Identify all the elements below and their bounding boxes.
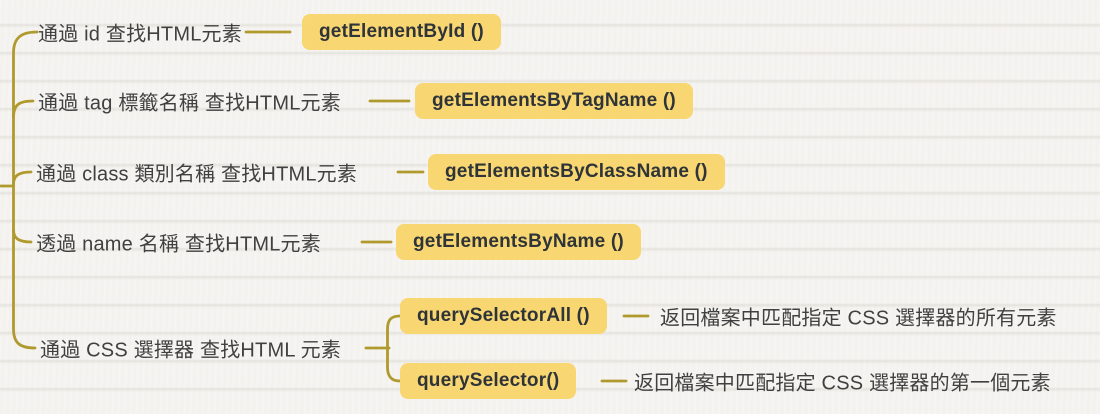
- branch4-curve: [12, 228, 33, 244]
- method-node-queryselectorall: querySelectorAll (): [400, 298, 607, 334]
- method-node-getelementbyid: getElementById (): [302, 14, 501, 50]
- branch-label-id: 通過 id 查找HTML元素: [38, 23, 242, 46]
- branch2-curve: [12, 99, 35, 119]
- branch-label-tag: 通過 tag 標籤名稱 查找HTML元素: [38, 92, 341, 115]
- branch-label-name: 透過 name 名稱 查找HTML元素: [36, 233, 321, 256]
- branch5-fork-bracket: [386, 314, 402, 383]
- branch-label-class: 通過 class 類別名稱 查找HTML元素: [36, 163, 358, 186]
- method-node-getelementsbytagname: getElementsByTagName (): [415, 83, 693, 119]
- description-queryselector: 返回檔案中匹配指定 CSS 選擇器的第一個元素: [634, 372, 1051, 395]
- method-node-getelementsbyname: getElementsByName (): [396, 224, 641, 260]
- branch-label-css-selector: 通過 CSS 選擇器 查找HTML 元素: [40, 339, 342, 362]
- branch3-curve: [12, 170, 33, 186]
- method-node-getelementsbyclassname: getElementsByClassName (): [428, 154, 725, 190]
- spine-line: [12, 30, 39, 350]
- description-queryselectorall: 返回檔案中匹配指定 CSS 選擇器的所有元素: [660, 307, 1057, 330]
- method-node-queryselector: querySelector(): [400, 363, 577, 399]
